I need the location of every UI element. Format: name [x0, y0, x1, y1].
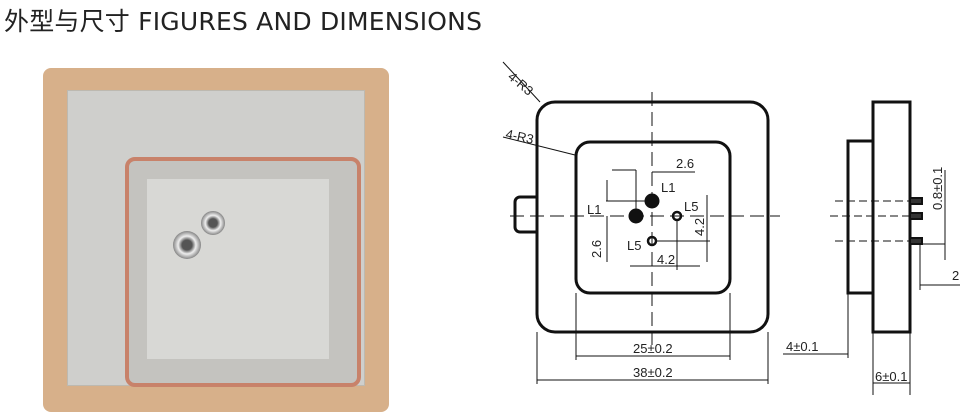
label-dim-4-2-h: 4.2: [657, 252, 675, 267]
label-thickness-4: 4±0.1: [786, 339, 818, 354]
feed-pin: [173, 231, 201, 259]
label-pin-l1-top: L1: [661, 180, 675, 195]
label-inner-width: 25±0.2: [633, 341, 673, 356]
pin-l1-left: [628, 208, 644, 224]
pin-l5-bottom: [646, 235, 658, 247]
label-outer-width: 38±0.2: [633, 365, 673, 380]
label-dim-4-2-v: 4.2: [692, 218, 707, 236]
label-thickness-6: 6±0.1: [875, 369, 907, 384]
side-patch: [846, 139, 875, 295]
page-title: 外型与尺寸 FIGURES AND DIMENSIONS: [4, 7, 483, 36]
ceramic-patch: [147, 179, 329, 359]
feed-pin: [201, 211, 225, 235]
side-body: [871, 100, 912, 334]
antenna-photo: [43, 68, 389, 412]
label-inner-radius: 4-R3: [504, 126, 535, 147]
tab-outline: [513, 195, 537, 234]
copper-ring: [125, 157, 361, 387]
label-pin-l1-left: L1: [587, 202, 601, 217]
ground-plane: [67, 90, 365, 387]
label-pin-diameter: 0.8±0.1: [930, 167, 945, 210]
label-pin-l5-right: L5: [684, 199, 698, 214]
inner-outline: [574, 140, 732, 295]
label-pin-l5-bottom: L5: [627, 238, 641, 253]
label-pin-length: 2: [952, 268, 959, 283]
label-dim-2-6-v: 2.6: [589, 240, 604, 258]
label-dim-2-6-h: 2.6: [676, 156, 694, 171]
label-outer-radius: 4-R3: [505, 69, 536, 99]
